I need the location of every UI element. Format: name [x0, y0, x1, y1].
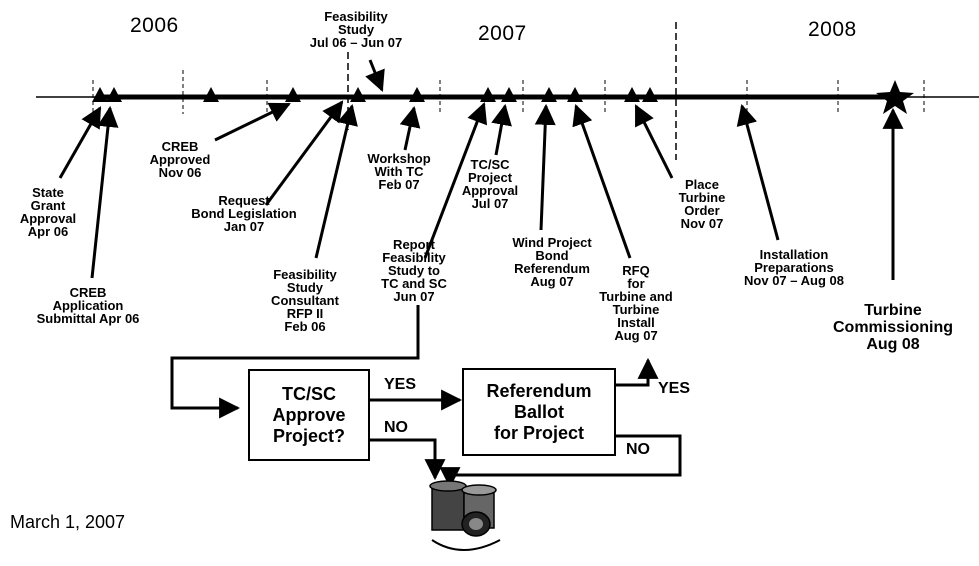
event-place-order: Place Turbine Order Nov 07: [678, 177, 726, 231]
event-rfq: RFQ for Turbine and Turbine Install Aug …: [599, 263, 673, 343]
year-label-2007: 2007: [478, 22, 527, 45]
trash-cans-icon: [429, 480, 501, 551]
year-label-2008: 2008: [808, 18, 857, 41]
event-tcsc-approval: TC/SC Project Approval Jul 07: [461, 157, 519, 211]
event-workshop: Workshop With TC Feb 07: [367, 151, 431, 192]
year-label-2006: 2006: [130, 14, 179, 37]
no-label-1: NO: [384, 419, 408, 436]
event-bond-referendum: Wind Project Bond Referendum Aug 07: [512, 235, 592, 289]
footer-date: March 1, 2007: [10, 512, 126, 532]
event-creb-approved: CREB Approved Nov 06: [149, 139, 211, 180]
event-report-feasibility: Report Feasibility Study to TC and SC Ju…: [381, 237, 447, 304]
approve-project-box: TC/SC Approve Project?: [248, 369, 370, 461]
pointer-arrows: [58, 59, 904, 280]
referendum-ballot-box: Referendum Ballot for Project: [462, 368, 616, 456]
no-label-2: NO: [626, 441, 650, 458]
flow-connectors: [170, 305, 682, 489]
event-turbine-commissioning: Turbine Commissioning Aug 08: [832, 302, 954, 353]
event-bond-legislation: Request Bond Legislation Jan 07: [191, 193, 297, 234]
yes-label-2: YES: [658, 380, 691, 397]
yes-label-1: YES: [384, 376, 417, 393]
feasibility-study-label: Feasibility Study Jul 06 – Jun 07: [309, 9, 403, 50]
milestone-markers: [92, 87, 658, 102]
event-installation-prep: Installation Preparations Nov 07 – Aug 0…: [744, 247, 844, 288]
event-feasibility-consultant: Feasibility Study Consultant RFP II Feb …: [271, 267, 339, 334]
star-icon: [876, 80, 914, 114]
event-state-grant: State Grant Approval Apr 06: [19, 185, 77, 239]
event-creb-application: CREB Application Submittal Apr 06: [36, 285, 140, 326]
